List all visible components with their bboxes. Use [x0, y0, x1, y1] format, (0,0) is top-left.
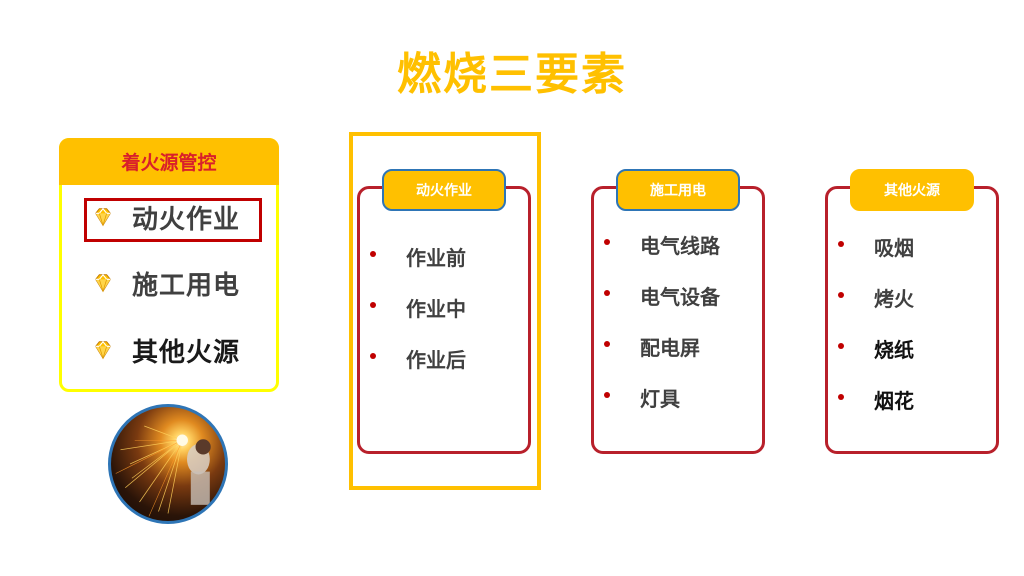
- list-item: 作业后: [370, 333, 466, 384]
- card-header: 其他火源: [850, 169, 974, 211]
- list-item-text: 吸烟: [874, 236, 914, 260]
- bullet-icon: [604, 238, 610, 245]
- panel-item-construction-power: 施工用电: [92, 265, 240, 301]
- panel-item-label: 动火作业: [132, 204, 241, 235]
- gem-icon: [95, 273, 111, 293]
- list-item: 电气线路: [604, 219, 720, 270]
- list-item-text: 作业前: [406, 246, 466, 270]
- list-item-text: 电气设备: [640, 285, 720, 309]
- slide-title: 燃烧三要素: [397, 49, 627, 100]
- list-item: 电气设备: [604, 270, 720, 321]
- card-other-sources: 其他火源 吸烟 烤火 烧纸 烟花: [825, 169, 999, 454]
- card-header: 施工用电: [616, 169, 740, 211]
- panel-item-hot-work: 动火作业: [92, 199, 240, 235]
- panel-item-label: 施工用电: [132, 270, 241, 301]
- list-item: 烟花: [838, 374, 914, 425]
- bullet-icon: [604, 340, 610, 347]
- selection-highlight: [84, 198, 262, 242]
- bullet-icon: [604, 391, 610, 398]
- list-item: 配电屏: [604, 321, 720, 372]
- list-item-text: 电气线路: [640, 234, 720, 258]
- focus-frame: [349, 132, 541, 490]
- bullet-icon: [370, 301, 376, 308]
- card-header: 动火作业: [382, 169, 506, 211]
- gem-icon: [95, 340, 111, 360]
- panel-item-other-sources: 其他火源: [92, 332, 240, 368]
- bullet-icon: [838, 240, 844, 247]
- card-hot-work: 动火作业 作业前 作业中 作业后: [357, 169, 531, 454]
- card-list: 吸烟 烤火 烧纸 烟花: [838, 221, 914, 425]
- list-item-text: 烟花: [874, 389, 914, 413]
- bullet-icon: [838, 393, 844, 400]
- gem-icon: [95, 207, 111, 227]
- list-item: 作业前: [370, 231, 466, 282]
- bullet-icon: [370, 352, 376, 359]
- bullet-icon: [838, 342, 844, 349]
- list-item-text: 配电屏: [640, 336, 700, 360]
- welding-image: [115, 425, 211, 517]
- ignition-control-panel: 着火源管控 动火作业 施工用电 其他火源: [59, 138, 279, 392]
- bullet-icon: [604, 289, 610, 296]
- list-item-text: 作业后: [406, 348, 466, 372]
- card-list: 作业前 作业中 作业后: [370, 231, 466, 384]
- panel-header: 着火源管控: [59, 138, 279, 185]
- list-item: 吸烟: [838, 221, 914, 272]
- panel-item-label: 其他火源: [132, 337, 241, 368]
- list-item: 灯具: [604, 372, 720, 423]
- list-item-text: 烧纸: [874, 338, 914, 362]
- welding-sparks-photo: [108, 404, 228, 524]
- list-item-text: 烤火: [874, 287, 914, 311]
- card-list: 电气线路 电气设备 配电屏 灯具: [604, 219, 720, 423]
- list-item-text: 灯具: [640, 387, 680, 411]
- bullet-icon: [370, 250, 376, 257]
- list-item: 烧纸: [838, 323, 914, 374]
- card-construction-power: 施工用电 电气线路 电气设备 配电屏 灯具: [591, 169, 765, 454]
- list-item: 烤火: [838, 272, 914, 323]
- bullet-icon: [838, 291, 844, 298]
- list-item-text: 作业中: [406, 297, 466, 321]
- list-item: 作业中: [370, 282, 466, 333]
